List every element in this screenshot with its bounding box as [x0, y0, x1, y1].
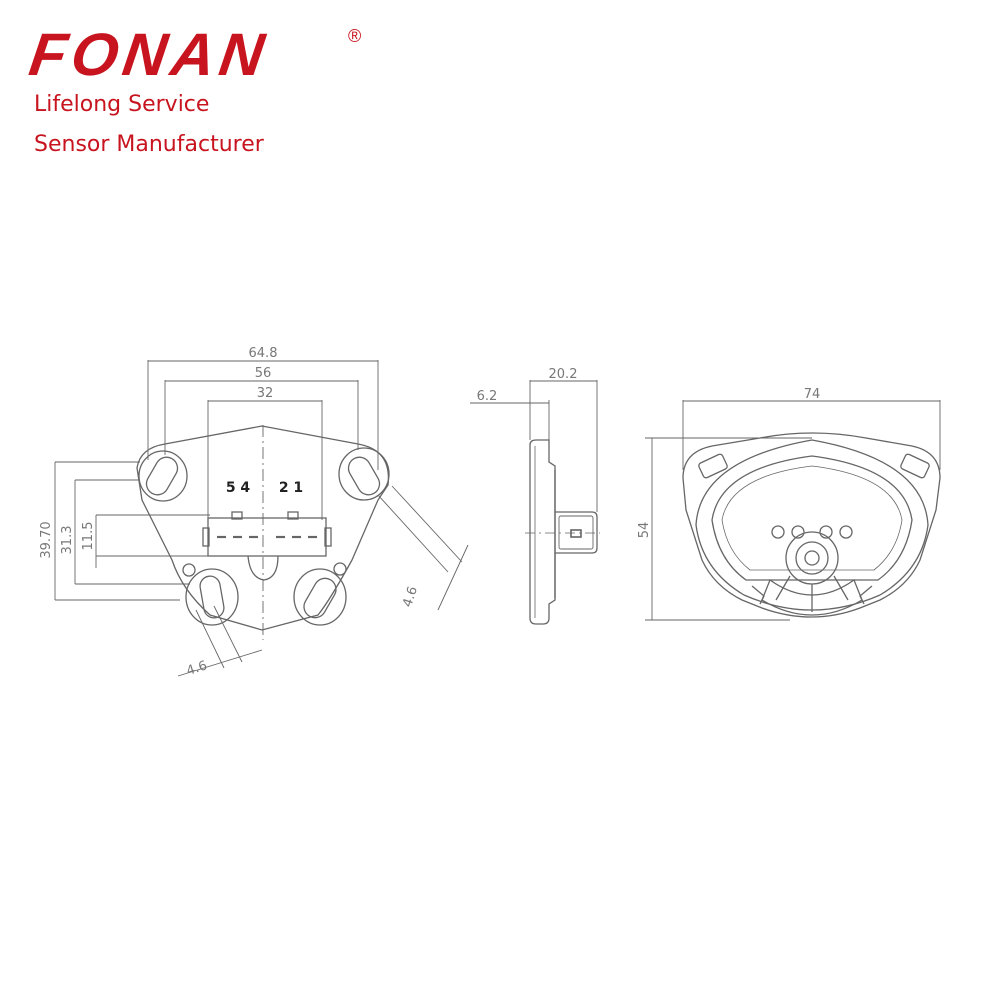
front-slot-top-left — [138, 450, 188, 502]
pin-label-right: 2 1 — [279, 480, 303, 496]
front-hole-right — [333, 562, 347, 576]
front-left-dimensions — [54, 461, 210, 601]
front-slot-top-right — [338, 447, 390, 501]
front-slot-bottom-right — [293, 568, 347, 626]
side-dimensions — [470, 380, 598, 512]
front-view — [54, 360, 469, 677]
tagline-service: Lifelong Service — [34, 92, 210, 117]
back-contact-2 — [791, 525, 805, 539]
back-inner-rim — [695, 439, 929, 611]
back-body-outline — [682, 432, 941, 618]
dim-front-31-3: 31.3 — [60, 526, 75, 555]
back-dimensions — [645, 400, 941, 621]
tagline-manufacturer: Sensor Manufacturer — [34, 132, 264, 157]
dim-side-6-2: 6.2 — [477, 389, 498, 404]
dim-side-20-2: 20.2 — [549, 367, 578, 382]
dim-front-39-70: 39.70 — [39, 521, 54, 558]
front-hole-left — [182, 563, 196, 577]
dim-back-74: 74 — [804, 387, 821, 402]
side-view — [470, 380, 600, 625]
side-connector — [555, 511, 598, 554]
back-view — [645, 400, 941, 621]
pin-label-left: 5 4 — [226, 480, 251, 496]
back-contact-3 — [819, 525, 833, 539]
brand-block: FONAN ® — [25, 21, 361, 88]
dim-front-slot-right: 4.6 — [400, 585, 421, 609]
side-flange — [529, 439, 556, 625]
back-bottom-tabs — [751, 585, 873, 605]
back-rotor-hub — [761, 531, 863, 616]
front-top-dimensions — [147, 360, 379, 520]
front-slot-bottom-left — [185, 568, 239, 626]
back-inner-window — [711, 455, 913, 581]
dim-back-54: 54 — [637, 522, 652, 539]
back-contact-4 — [839, 525, 853, 539]
side-latch — [570, 529, 582, 538]
back-lug-right — [900, 453, 930, 479]
back-contact-1 — [771, 525, 785, 539]
dim-front-11-5: 11.5 — [81, 522, 96, 551]
back-lug-left — [698, 453, 728, 479]
front-connector — [202, 511, 332, 557]
front-body-outline — [136, 425, 390, 631]
dim-front-56: 56 — [255, 366, 272, 381]
front-centre-boss — [247, 555, 279, 581]
front-slot-dimensions — [177, 485, 469, 677]
dim-front-32: 32 — [257, 386, 274, 401]
dim-front-64-8: 64.8 — [249, 346, 278, 361]
registered-mark: ® — [348, 26, 362, 46]
dim-front-slot-bottom: 4.6 — [185, 658, 209, 679]
